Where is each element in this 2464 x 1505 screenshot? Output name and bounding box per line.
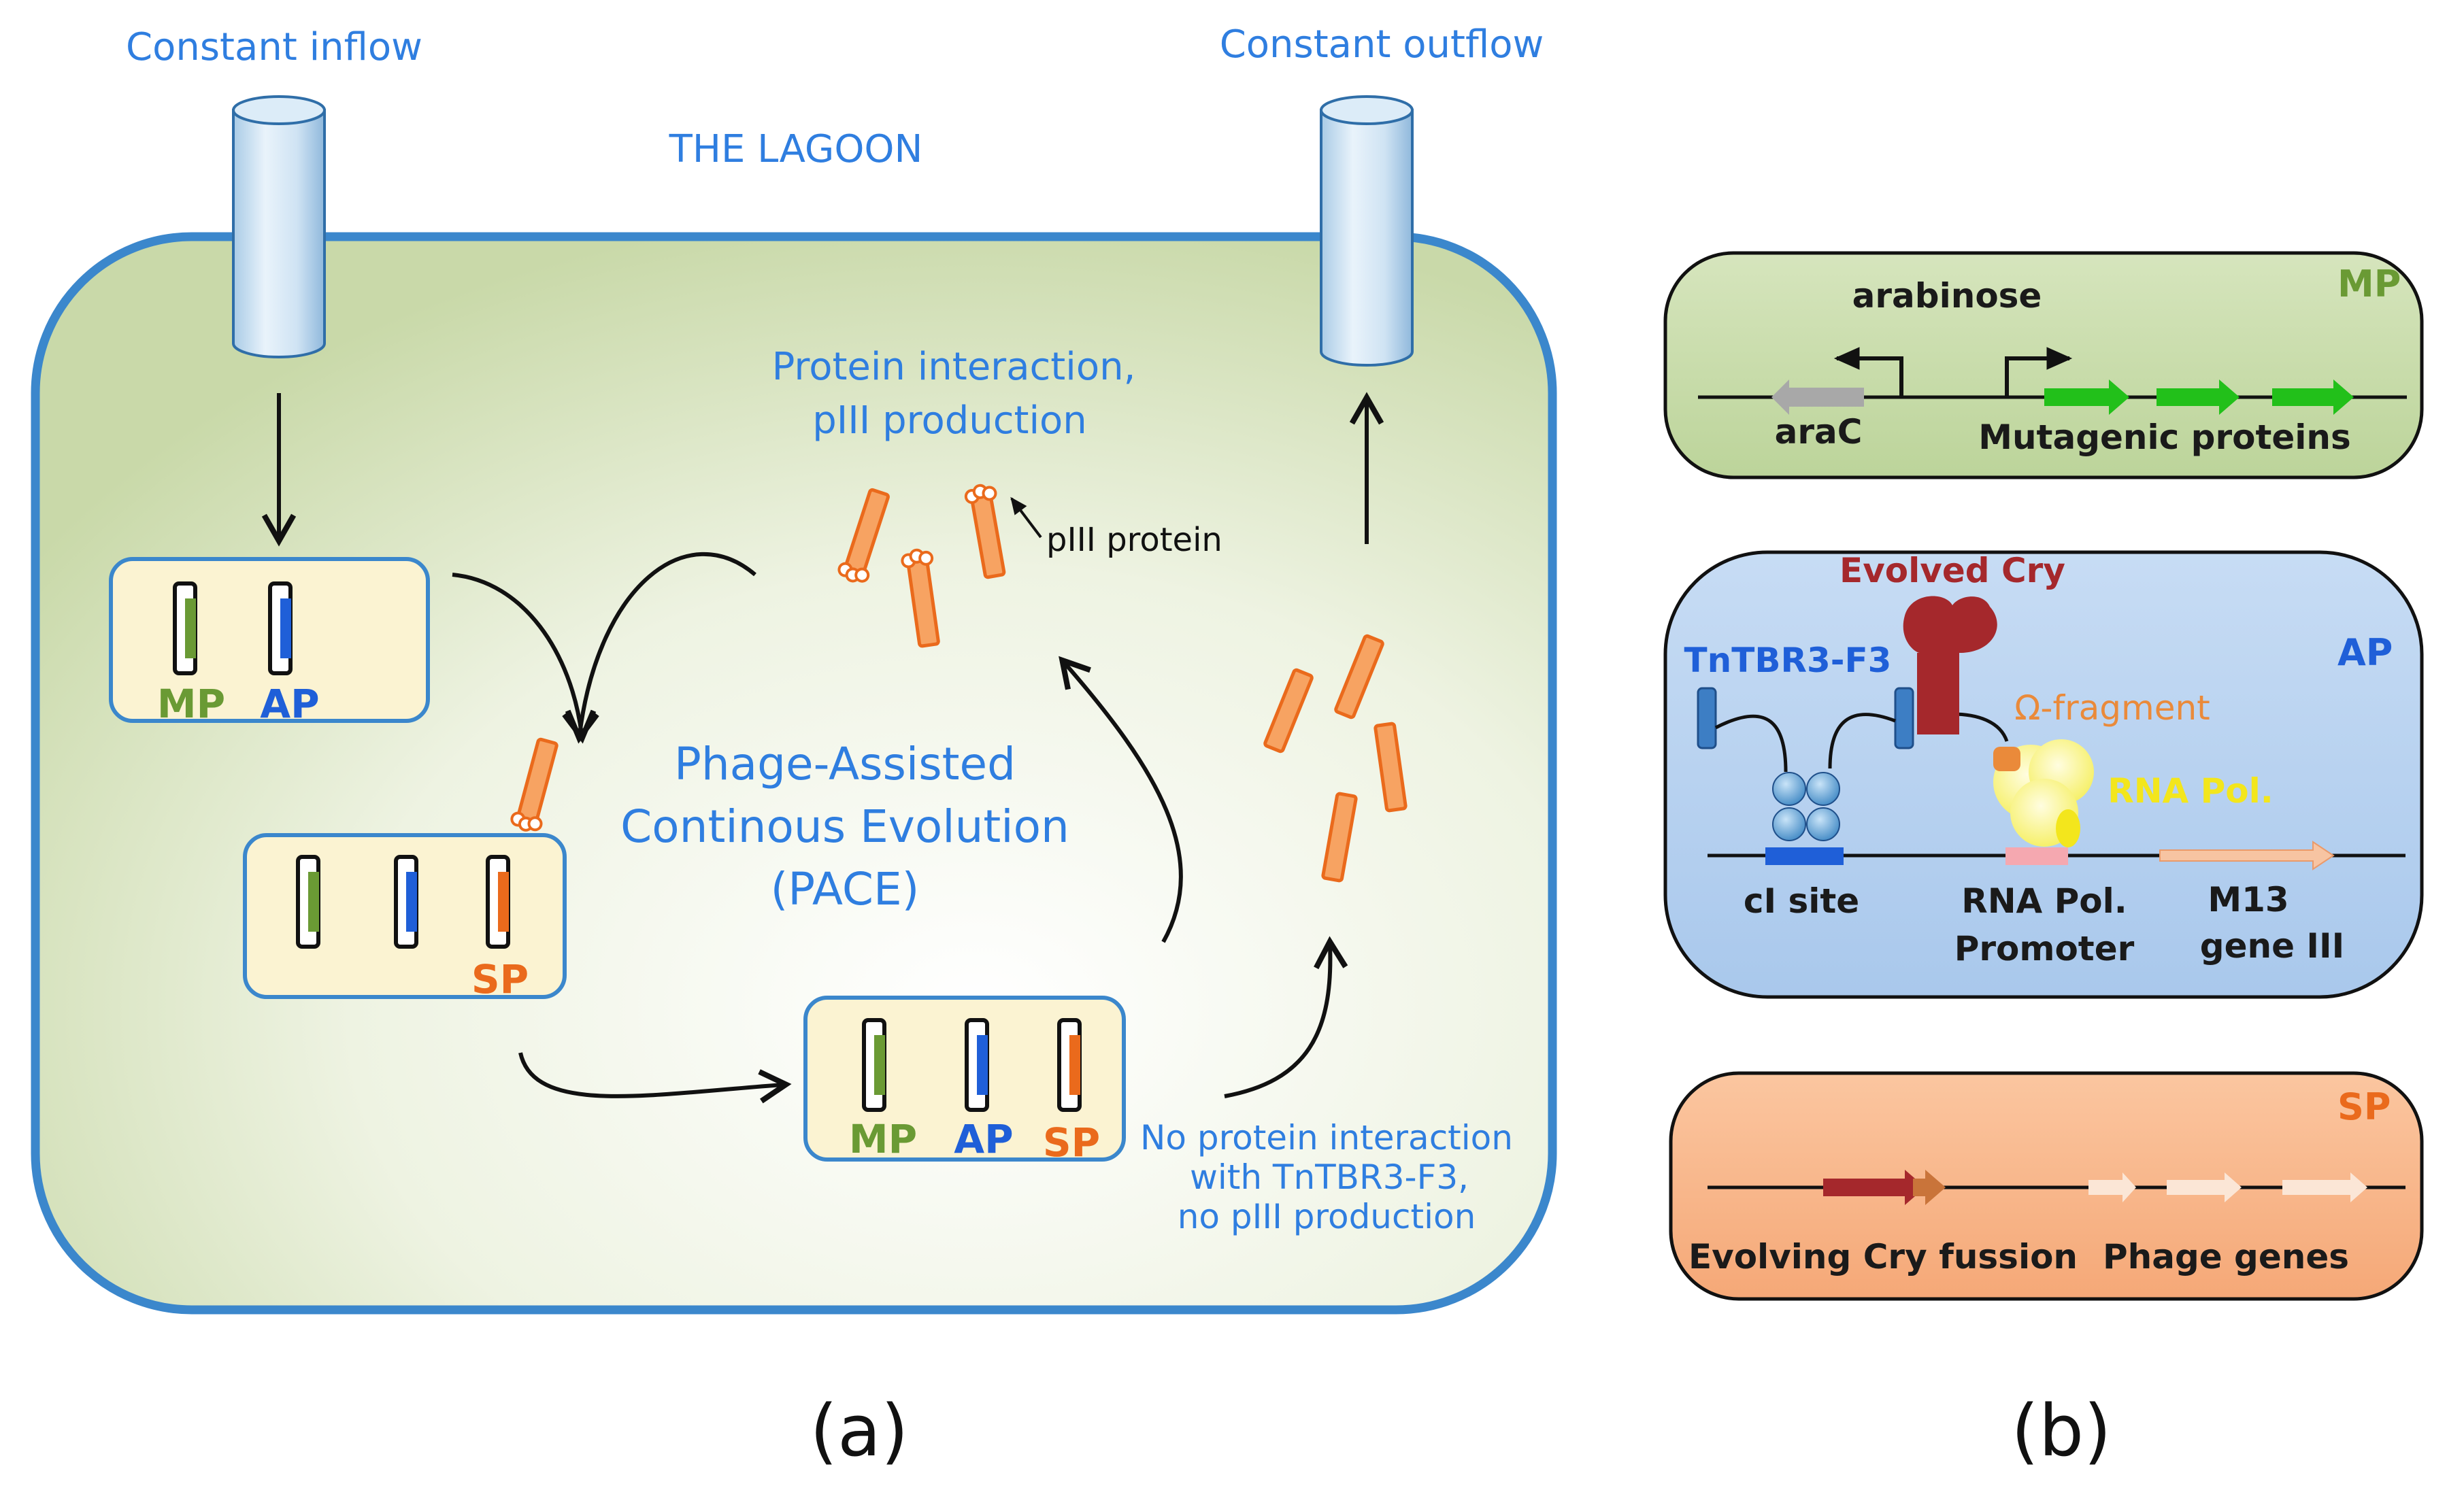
piii-pointer: [1010, 496, 1042, 539]
interaction-label-1: Protein interaction,: [772, 345, 1136, 389]
phage-gene-arrow-1: [2088, 1172, 2136, 1202]
mp-plasmid-box: MP arabinose araC Mutagenic proteins: [1663, 251, 2424, 479]
interaction-label-2: pIII production: [812, 399, 1087, 443]
panel-b: MP arabinose araC Mutagenic proteins AP: [1663, 251, 2424, 1472]
ci-repressor: [1772, 772, 1840, 841]
mutagenic-gene-arrow-2: [2157, 379, 2240, 415]
promoter-label-1: RNA Pol.: [1961, 881, 2127, 921]
production-arrow: [1059, 656, 1183, 943]
promoter-label-2: Promoter: [1954, 929, 2135, 968]
cell3-sp-label: SP: [1043, 1119, 1100, 1166]
phage-entering-cell: [510, 737, 559, 832]
ci-site-label: cI site: [1744, 881, 1859, 921]
tntbr-domain-right: [1894, 687, 1914, 749]
m13-label-1: M13: [2208, 880, 2288, 919]
phage-with-piii-1: [837, 488, 890, 583]
mutagenic-gene-arrow-3: [2272, 379, 2354, 415]
phage-no-piii-4: [1321, 792, 1358, 883]
no-interaction-label-3: no pIII production: [1178, 1197, 1476, 1236]
outflow-tube: [1320, 95, 1414, 367]
inflow-label: Constant inflow: [126, 25, 422, 69]
host-cell-3: MP AP SP: [803, 996, 1126, 1166]
cell3-mp-label: MP: [849, 1116, 917, 1162]
caption-b: (b): [2011, 1389, 2111, 1472]
rna-polymerase: [1993, 739, 2094, 847]
rna-pol-promoter: [2005, 847, 2068, 865]
inflow-tube: [232, 95, 326, 358]
arac-label: araC: [1775, 412, 1863, 452]
ap-tag: AP: [2337, 631, 2393, 674]
cell2-sp-label: SP: [471, 956, 529, 1002]
evolved-cry-label: Evolved Cry: [1839, 551, 2065, 590]
sp-tag: SP: [2337, 1085, 2391, 1128]
omega-fusion-arrow: [1913, 1170, 1946, 1205]
host-cell-1: MP AP: [109, 557, 430, 727]
phage-no-piii-3: [1373, 722, 1408, 813]
tntbr-domain-left: [1697, 687, 1717, 749]
arac-gene-arrow: [1771, 379, 1864, 415]
ap-plasmid-box: AP: [1663, 550, 2424, 999]
arabinose-promoter-right: [2005, 347, 2073, 397]
mp-tag: MP: [2337, 263, 2401, 305]
caption-a: (a): [810, 1389, 909, 1472]
evolving-cry-gene-arrow: [1823, 1170, 1925, 1205]
omega-fragment: [1993, 747, 2020, 771]
phage-with-piii-2: [901, 548, 940, 648]
phage-gene-arrow-2: [2167, 1172, 2242, 1202]
outflow-label: Constant outflow: [1220, 22, 1544, 67]
lagoon-label: THE LAGOON: [669, 127, 923, 171]
mutagenic-label: Mutagenic proteins: [1978, 418, 2351, 457]
cell1-mp-label: MP: [157, 681, 225, 727]
arabinose-promoter-left: [1833, 347, 1903, 397]
panel-a: Constant inflow Constant outflow THE LAG…: [31, 22, 1557, 1472]
pace-label-3: (PACE): [771, 863, 920, 915]
ci-site: [1765, 847, 1844, 865]
no-production-arrow: [1224, 936, 1348, 1098]
pace-label-2: Continous Evolution: [620, 800, 1069, 853]
cell1-ap-label: AP: [260, 681, 319, 727]
arabinose-label: arabinose: [1852, 276, 2042, 316]
m13-label-2: gene III: [2200, 926, 2344, 966]
return-arrow: [565, 552, 756, 744]
cell2-to-cell3-arrow: [518, 1052, 792, 1104]
phage-no-piii-1: [1263, 668, 1314, 754]
no-interaction-label-2: with TnTBR3-F3,: [1190, 1157, 1469, 1197]
host-cell-2: SP: [243, 833, 567, 1002]
no-interaction-label-1: No protein interaction: [1140, 1118, 1513, 1157]
phage-gene-arrow-3: [2282, 1172, 2367, 1202]
cell3-ap-label: AP: [954, 1116, 1013, 1162]
evolved-cry-protein: [1903, 596, 2009, 742]
m13-gene-iii-arrow: [2159, 841, 2335, 870]
tntbr-label: TnTBR3-F3: [1684, 641, 1892, 680]
phage-with-piii-3: [964, 484, 1006, 579]
lagoon-vessel: [31, 232, 1557, 1315]
sp-plasmid-box: SP Evolving Cry fussion Phage genes: [1669, 1071, 2424, 1301]
infection-arrow: [452, 573, 597, 744]
rna-pol-label: RNA Pol.: [2108, 771, 2274, 811]
phage-no-piii-2: [1334, 634, 1384, 720]
mutagenic-gene-arrow-1: [2044, 379, 2129, 415]
pace-label-1: Phage-Assisted: [674, 738, 1016, 790]
phage-genes-label: Phage genes: [2103, 1237, 2349, 1276]
omega-label: Ω-fragment: [2014, 688, 2210, 728]
evolving-cry-label: Evolving Cry fussion: [1688, 1237, 2078, 1276]
piii-label: pIII protein: [1046, 521, 1222, 559]
